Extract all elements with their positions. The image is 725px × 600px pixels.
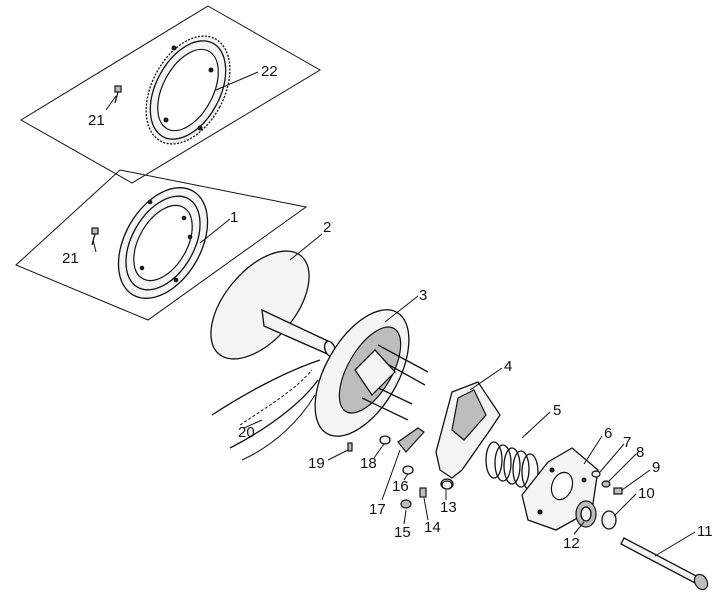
callout-2: 2 [323,219,331,236]
washer-part-16 [402,465,414,475]
callout-7: 7 [623,434,631,451]
callout-16: 16 [392,478,409,495]
bolt-part-21-upper [114,85,122,104]
roller-part-18 [379,435,391,445]
washer-part-7 [591,470,601,478]
callout-19: 19 [308,455,325,472]
callout-15: 15 [394,524,411,541]
bolt-part-21-lower [91,227,99,246]
callout-18: 18 [360,455,377,472]
cam-weight-part-17 [397,427,425,453]
callout-4: 4 [504,358,512,375]
roller-part-13 [441,480,453,490]
leader-lines [92,71,696,557]
spring-part-5 [485,441,539,491]
callout-14: 14 [424,519,441,536]
callout-22: 22 [261,63,278,80]
callout-3: 3 [419,287,427,304]
callout-6: 6 [604,425,612,442]
drive-belt-part-20 [211,359,321,461]
spider-part-4 [435,381,501,490]
callout-8: 8 [636,444,644,461]
callout-11: 11 [697,523,713,540]
screw-part-19 [347,442,353,452]
callout-20: 20 [238,424,255,441]
callout-13: 13 [440,499,457,516]
callout-10: 10 [638,485,655,502]
washer-part-10 [601,510,617,530]
movable-sheave-part-3 [314,309,429,437]
nut-part-8 [601,480,611,488]
ring-gear-part-22 [145,35,231,145]
nut-part-15 [400,499,412,509]
callout-21-upper: 21 [88,112,105,129]
callout-5: 5 [553,402,561,419]
callout-21-lower: 21 [62,250,79,267]
plate-panel [15,169,308,321]
ring-gear-panel [20,5,321,184]
fixed-sheave-part-2 [210,250,337,360]
pin-part-14 [419,487,427,498]
callout-1: 1 [230,209,238,226]
long-bolt-part-11 [620,537,709,591]
bushing-part-12 [575,500,597,528]
callout-12: 12 [563,535,580,552]
bolt-part-9 [613,487,623,495]
clutch-plate-part-1 [117,187,209,299]
callout-9: 9 [652,459,660,476]
callout-17: 17 [369,501,386,518]
